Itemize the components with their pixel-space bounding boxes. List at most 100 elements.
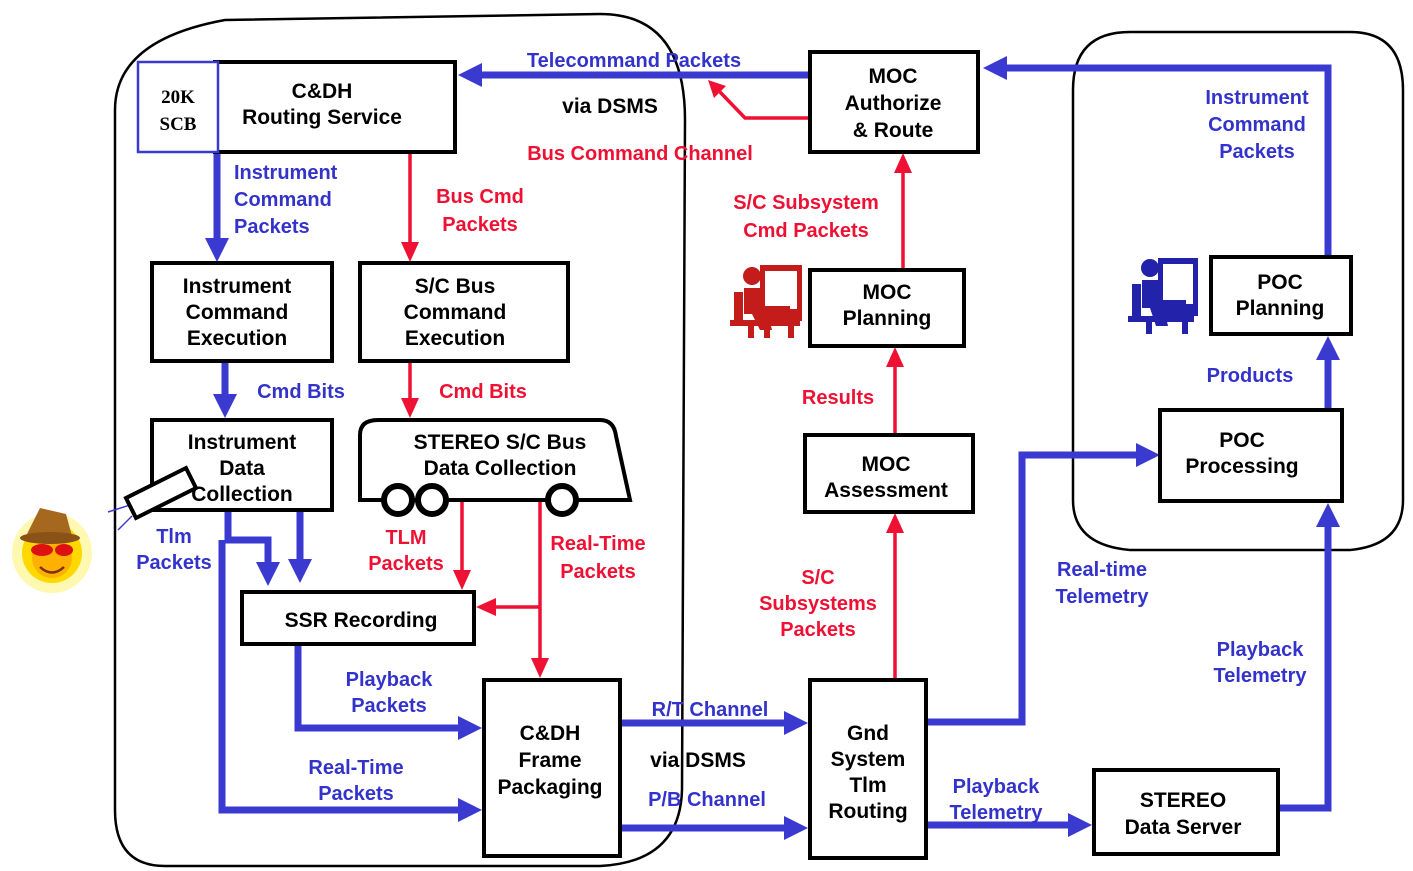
text-line: Packets [136, 552, 212, 574]
text-line: Processing [1185, 455, 1298, 478]
text-line: Gnd [847, 722, 889, 745]
text-line: Cmd Bits [257, 381, 345, 403]
bus-command-channel-arrow-head [708, 80, 726, 98]
text-line: Packets [442, 214, 518, 236]
text-line: Execution [405, 327, 505, 350]
telecommand-arrow-head [458, 63, 482, 87]
gnd-playback-arrow-head [1068, 813, 1092, 837]
ssr-recording-text: SSR Recording [285, 609, 438, 632]
sun-mascot-icon [12, 508, 92, 593]
text-line: Real-Time [308, 757, 403, 779]
tlm-packets-arrow-a-head [288, 559, 312, 583]
moc-assessment-text: MOC Assessment [824, 453, 948, 502]
text-line: Telecommand Packets [527, 50, 741, 72]
poc-playback-arrow-head [1316, 503, 1340, 527]
telescope-icon [107, 465, 199, 531]
text-line: Packaging [497, 776, 602, 799]
bus-command-channel-text: Bus Command Channel [527, 143, 753, 165]
cdh-routing-box [213, 60, 457, 154]
text-line: Playback [953, 776, 1041, 798]
text-line: POC [1257, 271, 1303, 294]
text-line: Real-Time [550, 533, 645, 555]
text-line: Instrument [188, 431, 297, 454]
text-line: SSR Recording [285, 609, 438, 632]
moc-authorize-box [808, 50, 980, 154]
text-line: Assessment [824, 479, 948, 502]
text-line: S/C [801, 567, 834, 589]
playback-packets-arrow [294, 645, 462, 732]
stereo-data-server-box [1092, 768, 1280, 856]
tlm-packets-arrow-b-head [256, 562, 280, 586]
text-line: via DSMS [650, 749, 746, 772]
tlm-packets-arrow-b [224, 510, 272, 566]
text-line: STEREO [1140, 789, 1226, 812]
text-line: Packets [560, 561, 636, 583]
text-line: 20K [161, 87, 195, 108]
bus-cmd-packets-arrow-head [401, 242, 419, 262]
text-line: Instrument [183, 275, 292, 298]
subsystem-cmd-arrow-head [894, 153, 912, 173]
frame-packaging-box [482, 678, 622, 858]
text-line: Real-time [1057, 559, 1147, 581]
text-line: Execution [187, 327, 287, 350]
moc-assessment-box [803, 433, 975, 514]
text-line: Data Collection [424, 457, 577, 480]
text-line: TLM [385, 527, 426, 549]
text-line: Data Server [1125, 816, 1242, 839]
text-line: R/T Channel [652, 699, 769, 721]
text-line: Bus Cmd [436, 186, 524, 208]
text-line: C&DH [292, 80, 353, 103]
text-line: S/C Subsystem [733, 192, 879, 214]
cdh-routing-text: C&DH Routing Service [242, 80, 402, 129]
via-dsms-bottom-text: via DSMS [650, 749, 746, 772]
text-line: Packets [351, 695, 427, 717]
text-line: System [831, 748, 906, 771]
poc-command-arrow-head [983, 56, 1007, 80]
playback-packets-arrow-head [458, 716, 482, 740]
via-dsms-top-text: via DSMS [562, 95, 658, 118]
text-line: Command [404, 301, 507, 324]
text-line: Command [234, 189, 332, 211]
text-line: Data [219, 457, 265, 480]
bus-command-channel-arrow [718, 90, 808, 120]
realtime-telemetry-arrow [928, 451, 1140, 726]
text-line: SCB [160, 114, 197, 135]
text-line: via DSMS [562, 95, 658, 118]
results-arrow-head [886, 347, 904, 367]
poc-operator-icon [1128, 258, 1198, 334]
gnd-routing-box [808, 678, 928, 860]
cmd-bits-instr-text: Cmd Bits [257, 381, 345, 403]
text-line: MOC [862, 453, 911, 476]
text-line: Cmd Packets [743, 220, 869, 242]
bus-cmd-bits-arrow-head [401, 398, 419, 418]
poc-planning-box [1209, 255, 1353, 336]
pb-channel-text: P/B Channel [648, 789, 766, 811]
bus-wheels-icon [381, 483, 579, 517]
text-line: Routing Service [242, 106, 402, 129]
text-line: STEREO S/C Bus [414, 431, 587, 454]
products-text: Products [1207, 365, 1294, 387]
text-line: Packets [234, 216, 310, 238]
text-line: Products [1207, 365, 1294, 387]
text-line: Instrument [1205, 87, 1309, 109]
text-line: Packets [1219, 141, 1295, 163]
text-line: Instrument [234, 162, 338, 184]
poc-processing-box [1158, 408, 1344, 503]
bus-tlm-arrow-head [453, 570, 471, 590]
text-line: C&DH [520, 722, 581, 745]
